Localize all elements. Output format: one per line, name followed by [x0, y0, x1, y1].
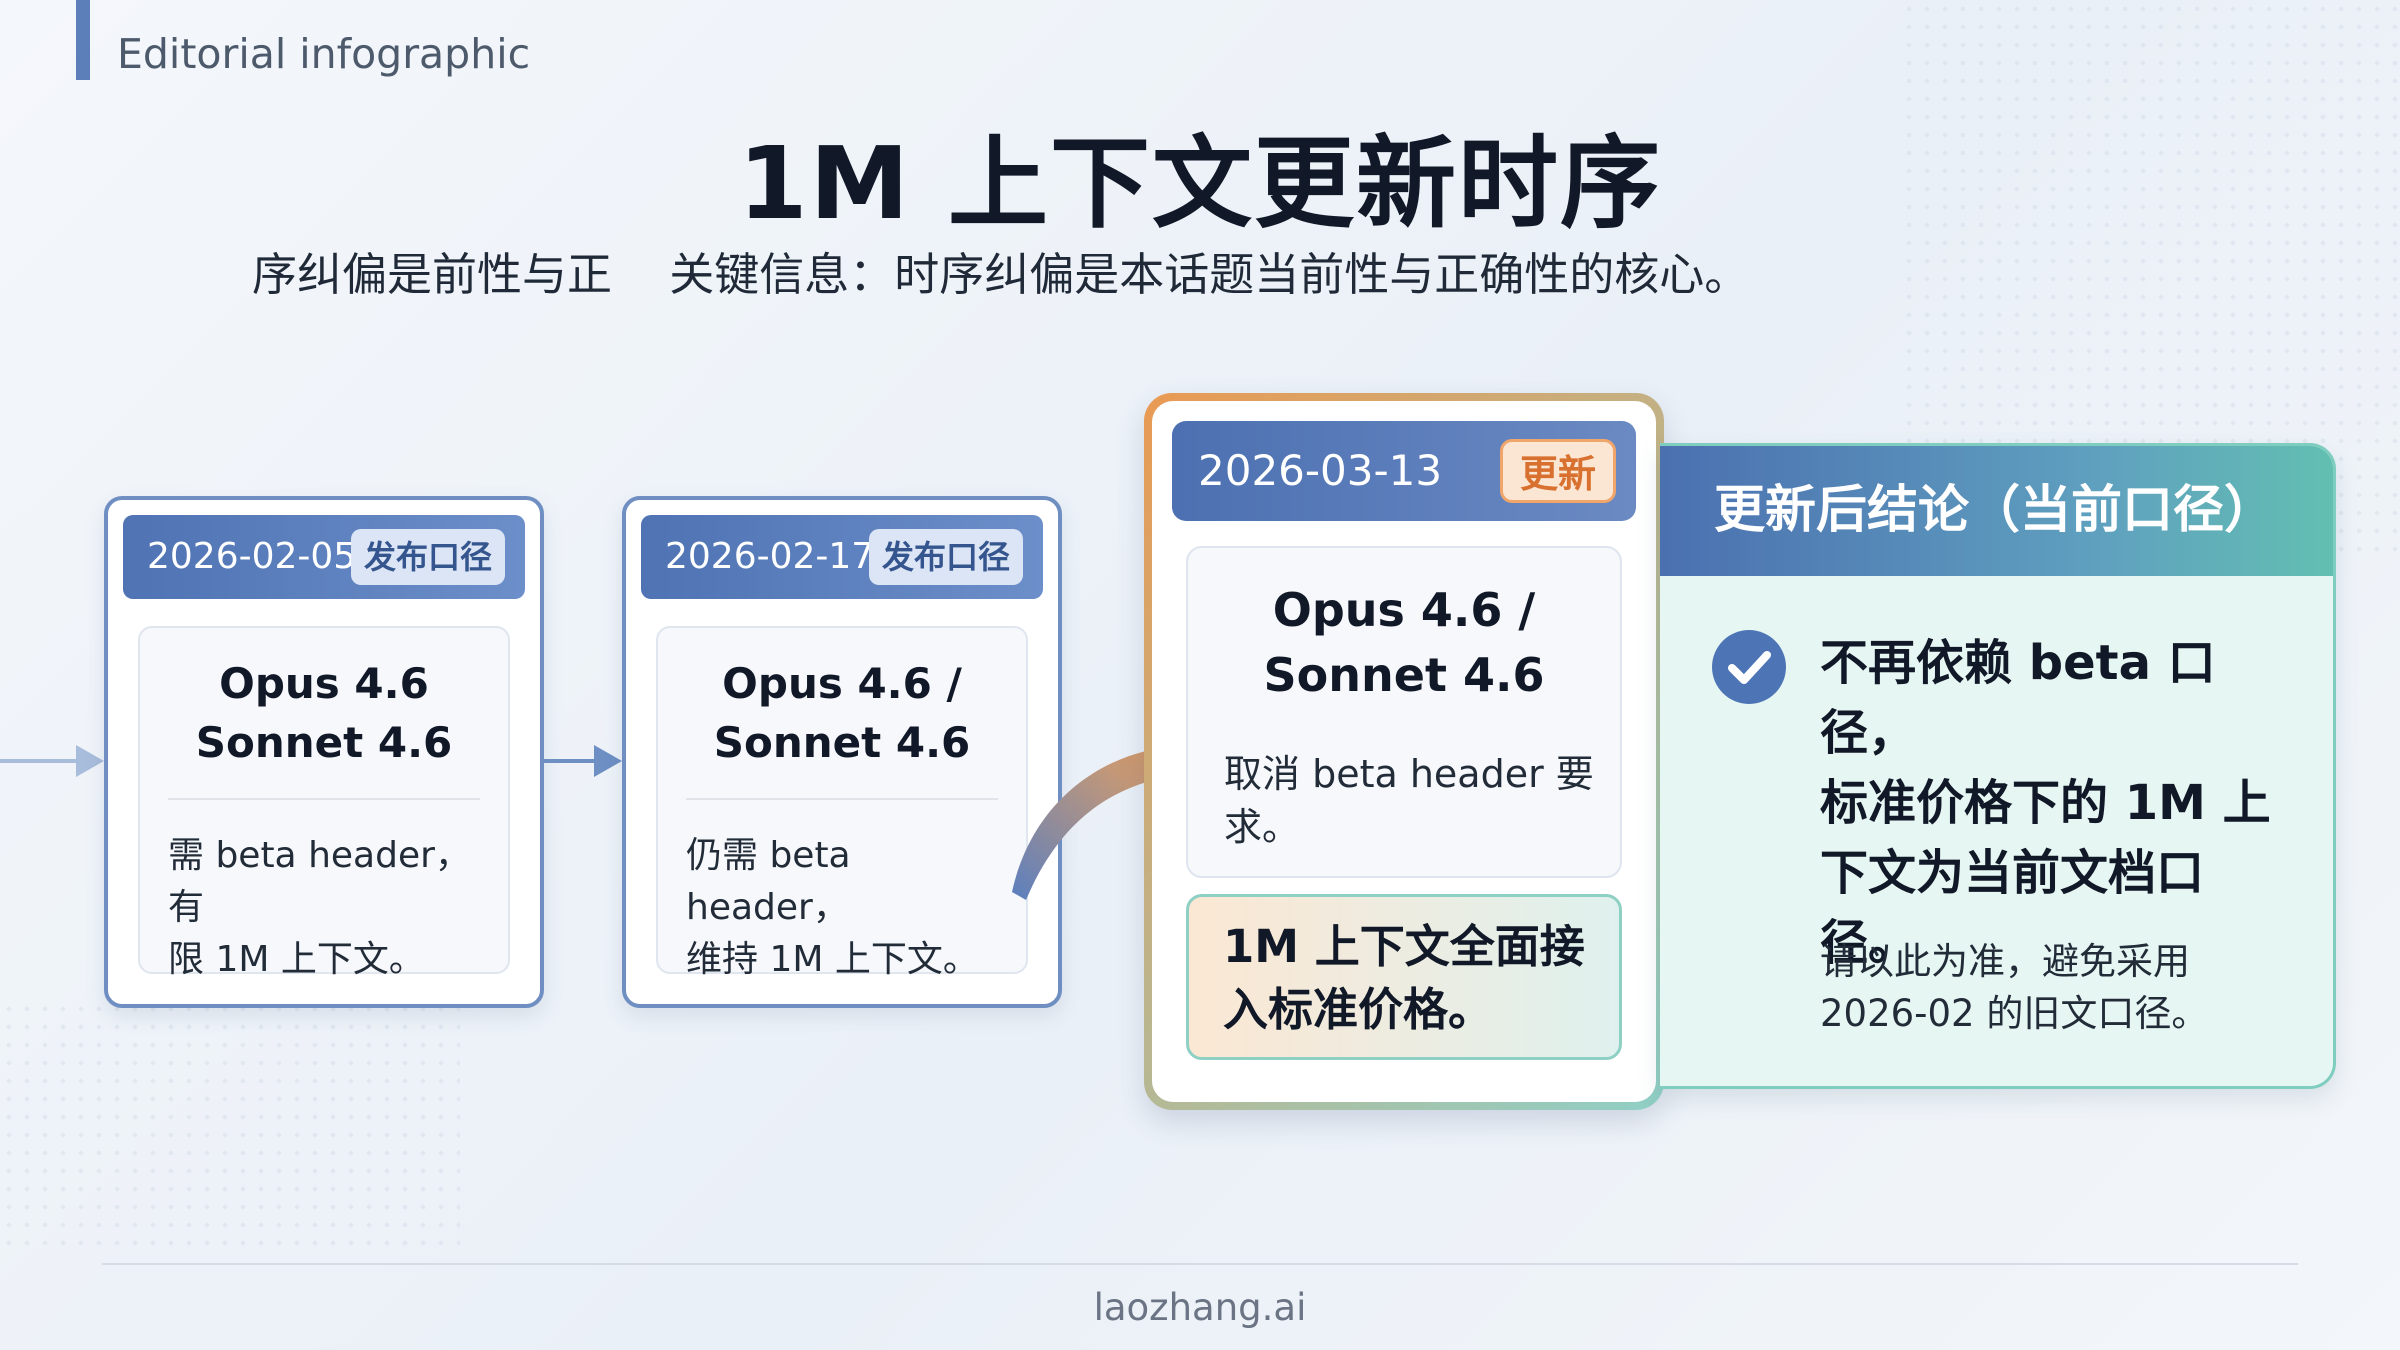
- card-note-line: 仍需 beta header，: [686, 835, 851, 928]
- conclusion-main-line: 标准价格下的 1M 上: [1820, 775, 2271, 831]
- card-model: Opus 4.6 / Sonnet 4.6: [658, 654, 1026, 772]
- conclusion-header: 更新后结论（当前口径）: [1660, 446, 2333, 576]
- timeline-incoming-arrow-head: [76, 745, 104, 777]
- timeline-card-2: 2026-02-17 发布口径 Opus 4.6 / Sonnet 4.6 仍需…: [622, 496, 1062, 1008]
- timeline-card-highlight: 2026-03-13 更新 Opus 4.6 / Sonnet 4.6 取消 b…: [1144, 393, 1664, 1110]
- footer-brand: laozhang.ai: [1093, 1286, 1307, 1329]
- callout-line: 1M 上下文全面接: [1223, 920, 1585, 973]
- card-note-line: 求。: [1224, 805, 1301, 849]
- conclusion-main-text: 不再依赖 beta 口径， 标准价格下的 1M 上 下文为当前文档口 径。: [1820, 628, 2293, 978]
- highlight-card-date: 2026-03-13: [1198, 446, 1443, 495]
- card-body: Opus 4.6 / Sonnet 4.6 仍需 beta header， 维持…: [656, 626, 1028, 980]
- header-tag: Editorial infographic: [117, 30, 531, 78]
- highlight-card-header: 2026-03-13 更新: [1172, 421, 1636, 521]
- card-badge: 发布口径: [350, 529, 505, 585]
- card-model-line: Opus 4.6 /: [722, 659, 962, 708]
- card-note: 需 beta header，有 限 1M 上下文。: [168, 830, 488, 986]
- card-note-line: 维持 1M 上下文。: [686, 939, 979, 980]
- footer-divider: [102, 1263, 2298, 1265]
- highlight-callout: 1M 上下文全面接 入标准价格。: [1186, 894, 1622, 1060]
- conclusion-main-line: 不再依赖 beta 口径，: [1820, 635, 2216, 761]
- conclusion-main-line: 径。: [1820, 915, 1917, 971]
- card-note: 仍需 beta header， 维持 1M 上下文。: [686, 830, 1006, 986]
- card-badge: 发布口径: [868, 529, 1023, 585]
- page-subtitle: 序纠偏是前性与正 关键信息：时序纠偏是本话题当前性与正确性的核心。: [252, 248, 1750, 301]
- highlight-card-note: 取消 beta header 要 求。: [1224, 748, 1596, 854]
- card-model-line: Sonnet 4.6: [1263, 648, 1545, 702]
- highlight-card-model: Opus 4.6 / Sonnet 4.6: [1188, 578, 1620, 708]
- card-divider: [168, 798, 480, 800]
- conclusion-sub-line: 请以此为准，避免采用: [1820, 940, 2190, 983]
- card-note-line: 需 beta header，有: [168, 835, 471, 928]
- conclusion-panel: 更新后结论（当前口径） 不再依赖 beta 口径， 标准价格下的 1M 上 下文…: [1660, 443, 2336, 1089]
- highlight-card-body: Opus 4.6 / Sonnet 4.6 取消 beta header 要 求…: [1186, 546, 1622, 878]
- page-title: 1M 上下文更新时序: [738, 125, 1662, 242]
- card-note-line: 限 1M 上下文。: [168, 939, 425, 980]
- card-model-line: Opus 4.6: [219, 659, 429, 708]
- conclusion-title: 更新后结论（当前口径）: [1714, 481, 2276, 540]
- highlight-callout-text: 1M 上下文全面接 入标准价格。: [1223, 915, 1599, 1041]
- card-date: 2026-02-17: [665, 536, 875, 577]
- card-note-line: 取消 beta header 要: [1224, 752, 1594, 796]
- conclusion-sub-line: 2026-02 的旧文口径。: [1820, 992, 2209, 1035]
- timeline-arrow-line: [544, 759, 596, 763]
- conclusion-main-line: 下文为当前文档口: [1820, 845, 2205, 901]
- card-model-line: Sonnet 4.6: [195, 718, 453, 767]
- dot-pattern-bottom-left: [0, 1000, 460, 1250]
- card-body: Opus 4.6 Sonnet 4.6 需 beta header，有 限 1M…: [138, 626, 510, 980]
- timeline-incoming-arrow-line: [0, 759, 78, 763]
- update-badge: 更新: [1499, 439, 1616, 503]
- highlight-card-inner: 2026-03-13 更新 Opus 4.6 / Sonnet 4.6 取消 b…: [1152, 401, 1656, 1102]
- conclusion-sub-text: 请以此为准，避免采用 2026-02 的旧文口径。: [1820, 936, 2293, 1040]
- timeline-arrow-head: [594, 745, 622, 777]
- card-model: Opus 4.6 Sonnet 4.6: [140, 654, 508, 772]
- card-header: 2026-02-05 发布口径: [123, 515, 525, 599]
- card-header: 2026-02-17 发布口径: [641, 515, 1043, 599]
- card-model-line: Sonnet 4.6: [713, 718, 971, 767]
- check-circle-icon: [1712, 630, 1786, 704]
- card-date: 2026-02-05: [147, 536, 357, 577]
- callout-line: 入标准价格。: [1223, 983, 1494, 1036]
- header-accent-bar: [76, 0, 90, 80]
- card-divider: [686, 798, 998, 800]
- timeline-card-1: 2026-02-05 发布口径 Opus 4.6 Sonnet 4.6 需 be…: [104, 496, 544, 1008]
- card-model-line: Opus 4.6 /: [1272, 583, 1536, 637]
